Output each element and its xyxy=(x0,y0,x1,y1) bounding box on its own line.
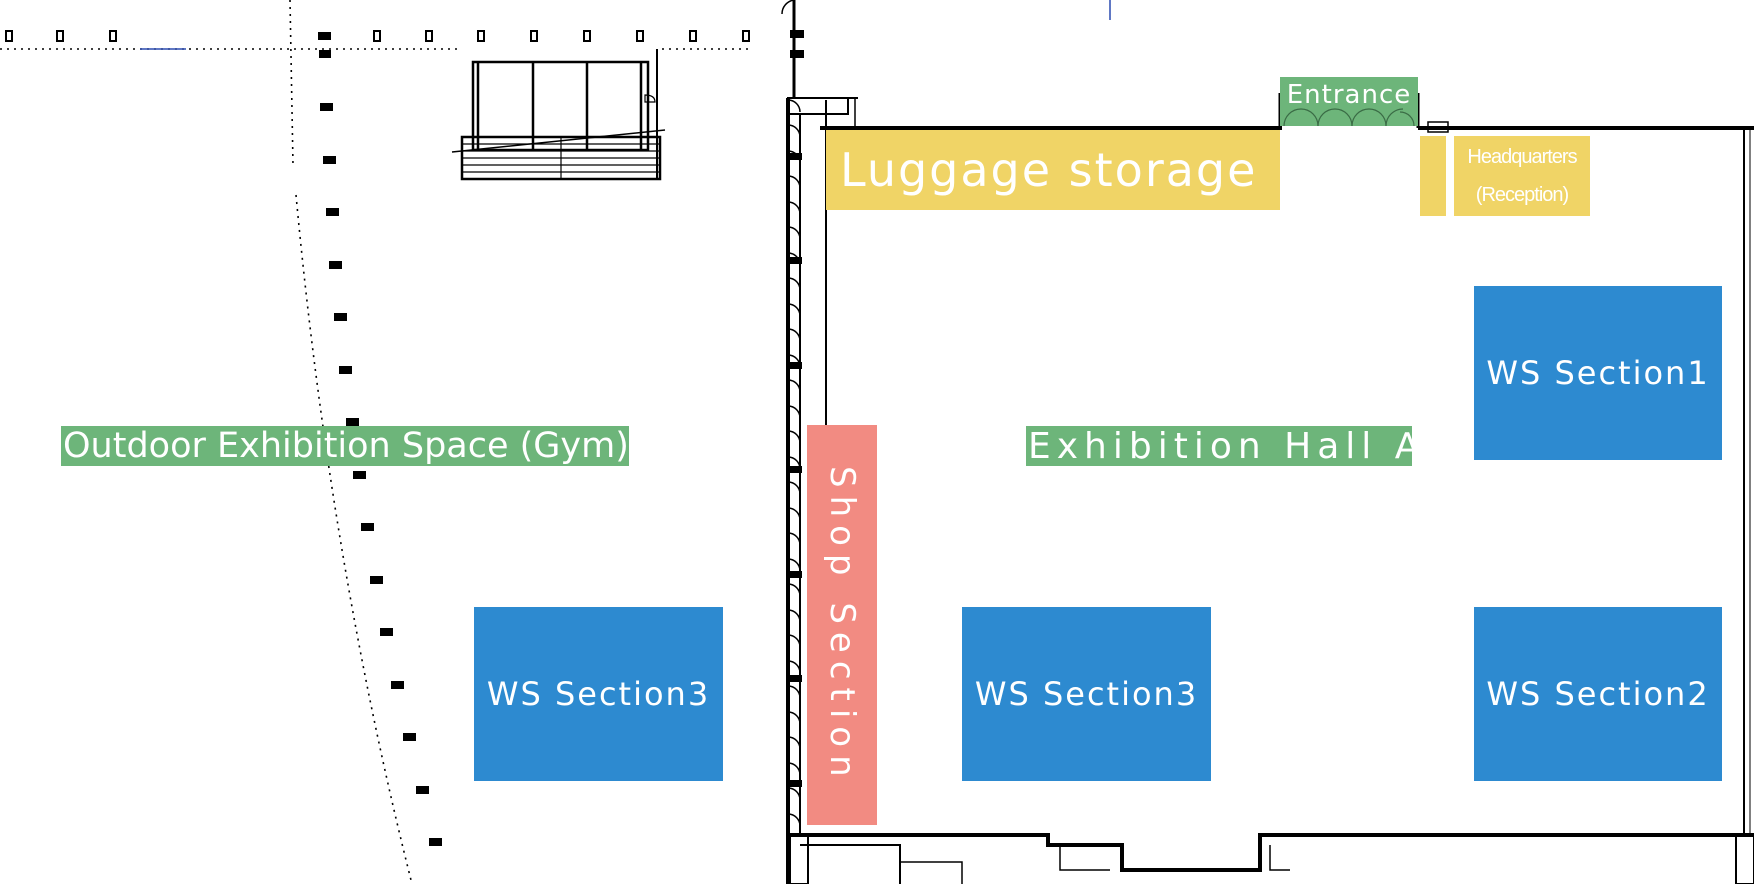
door-swings xyxy=(781,0,801,827)
bollard-markers xyxy=(318,32,442,846)
luggage-storage-zone[interactable]: Luggage storage xyxy=(826,130,1280,210)
post-markers-top xyxy=(5,30,750,42)
reception-label: (Reception) xyxy=(1475,184,1569,206)
stair-structure xyxy=(451,49,666,181)
ws-section1-zone[interactable]: WS Section1 xyxy=(1474,286,1722,460)
door-posts xyxy=(790,30,804,787)
outdoor-boundary-lines xyxy=(0,0,752,884)
entrance-label[interactable]: Entrance xyxy=(1286,80,1412,110)
shop-section-zone[interactable]: Shop Section xyxy=(807,425,877,825)
ws-section3-outdoor-zone[interactable]: WS Section3 xyxy=(474,607,723,781)
hall-walls xyxy=(786,0,1754,884)
outdoor-exhibition-label: Outdoor Exhibition Space (Gym) xyxy=(61,426,629,466)
headquarters-strip xyxy=(1420,136,1446,216)
ws-section3-hall-zone[interactable]: WS Section3 xyxy=(962,607,1211,781)
entrance-door-swings xyxy=(1283,108,1415,127)
ws-section2-zone[interactable]: WS Section2 xyxy=(1474,607,1722,781)
headquarters-zone[interactable]: Headquarters (Reception) xyxy=(1454,136,1590,216)
entrance-area xyxy=(1280,77,1418,126)
exhibition-hall-label: Exhibition Hall A xyxy=(1026,426,1426,467)
headquarters-label: Headquarters xyxy=(1467,146,1577,168)
